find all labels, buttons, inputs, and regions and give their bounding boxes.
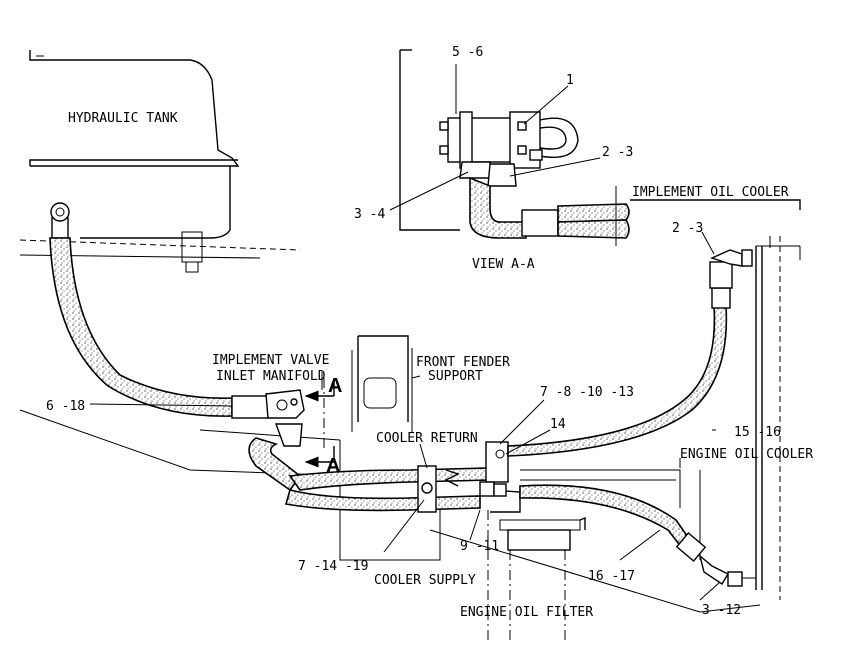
implement-oil-cooler-label: IMPLEMENT OIL COOLER [632,185,789,200]
hose-6-18 [49,202,269,419]
callout-3-12: 3 -12 [702,603,741,618]
callout-7-14-19: 7 -14 -19 [298,559,368,574]
engine-oil-filter-label: ENGINE OIL FILTER [460,605,593,620]
implement-valve-manifold [248,378,325,492]
callout-2-3-top: 2 -3 [602,145,633,160]
cooler-lines [284,441,509,513]
callout-3-4: 3 -4 [354,207,385,222]
front-fender-support [351,335,413,432]
callout-2-3-right: 2 -3 [672,221,703,236]
callout-5-6: 5 -6 [452,45,483,60]
hydraulic-tank [19,50,301,273]
hydraulic-tank-label: HYDRAULIC TANK [68,111,178,126]
hose-16-17 [519,484,756,587]
section-arrows [304,380,335,468]
section-a-lower: A [326,455,340,477]
cooler-supply-label: COOLER SUPPLY [374,573,476,588]
implement-valve-label-1: IMPLEMENT VALVE [212,353,329,368]
callout-16-17: 16 -17 [588,569,635,584]
implement-valve-label-2: INLET MANIFOLD [216,369,326,384]
implement-oil-cooler [630,199,801,600]
section-a-upper: A [328,375,342,397]
callout-1: 1 [566,73,574,88]
front-fender-label-2: SUPPORT [428,369,483,384]
engine-oil-cooler-label: ENGINE OIL COOLER [680,447,813,462]
front-fender-label-1: FRONT FENDER [416,355,510,370]
callout-14: 14 [550,417,566,432]
callout-7-8-10-13: 7 -8 -10 -13 [540,385,634,400]
hose-15-16 [507,249,753,457]
cooler-return-label: COOLER RETURN [376,431,478,446]
view-aa-label: VIEW A-A [472,257,535,272]
leader-lines [89,64,721,601]
callout-15-16: 15 -16 [734,425,781,440]
callout-6-18: 6 -18 [46,399,85,414]
callout-9-11: 9 -11 [460,539,499,554]
view-aa-detail [399,49,630,246]
